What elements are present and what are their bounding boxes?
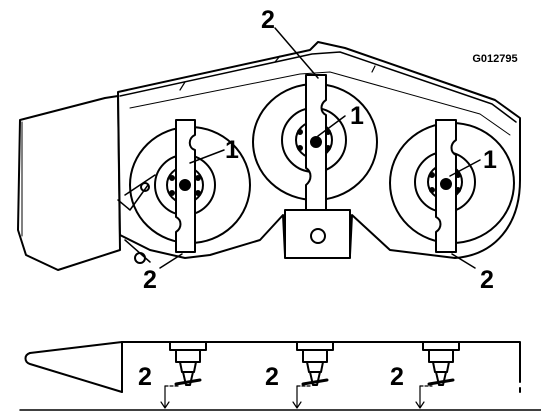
callout-blade-center: 1: [350, 102, 364, 130]
callout-side-middle: 2: [265, 363, 279, 391]
blade-left: [154, 119, 216, 253]
callout-blade-left: 1: [225, 136, 239, 164]
callout-bottom-right: 2: [480, 266, 494, 294]
spindle-side-left: [169, 341, 207, 386]
blade-height-arrows: [160, 385, 433, 409]
deck-mount-plate: [284, 209, 351, 259]
blade-right: [414, 119, 476, 253]
callout-bottom-left: 2: [143, 266, 157, 294]
deck-side-view: [19, 341, 541, 411]
figure-id: G012795: [472, 53, 517, 65]
spindle-side-middle: [296, 341, 334, 386]
callout-side-right: 2: [390, 363, 404, 391]
blade-center: [281, 74, 347, 211]
callout-top-center: 2: [261, 6, 275, 34]
callout-side-left: 2: [138, 363, 152, 391]
callout-blade-right: 1: [483, 146, 497, 174]
discharge-chute: [17, 95, 121, 271]
spindle-side-right: [422, 341, 460, 386]
deck-top-view: [17, 27, 521, 271]
